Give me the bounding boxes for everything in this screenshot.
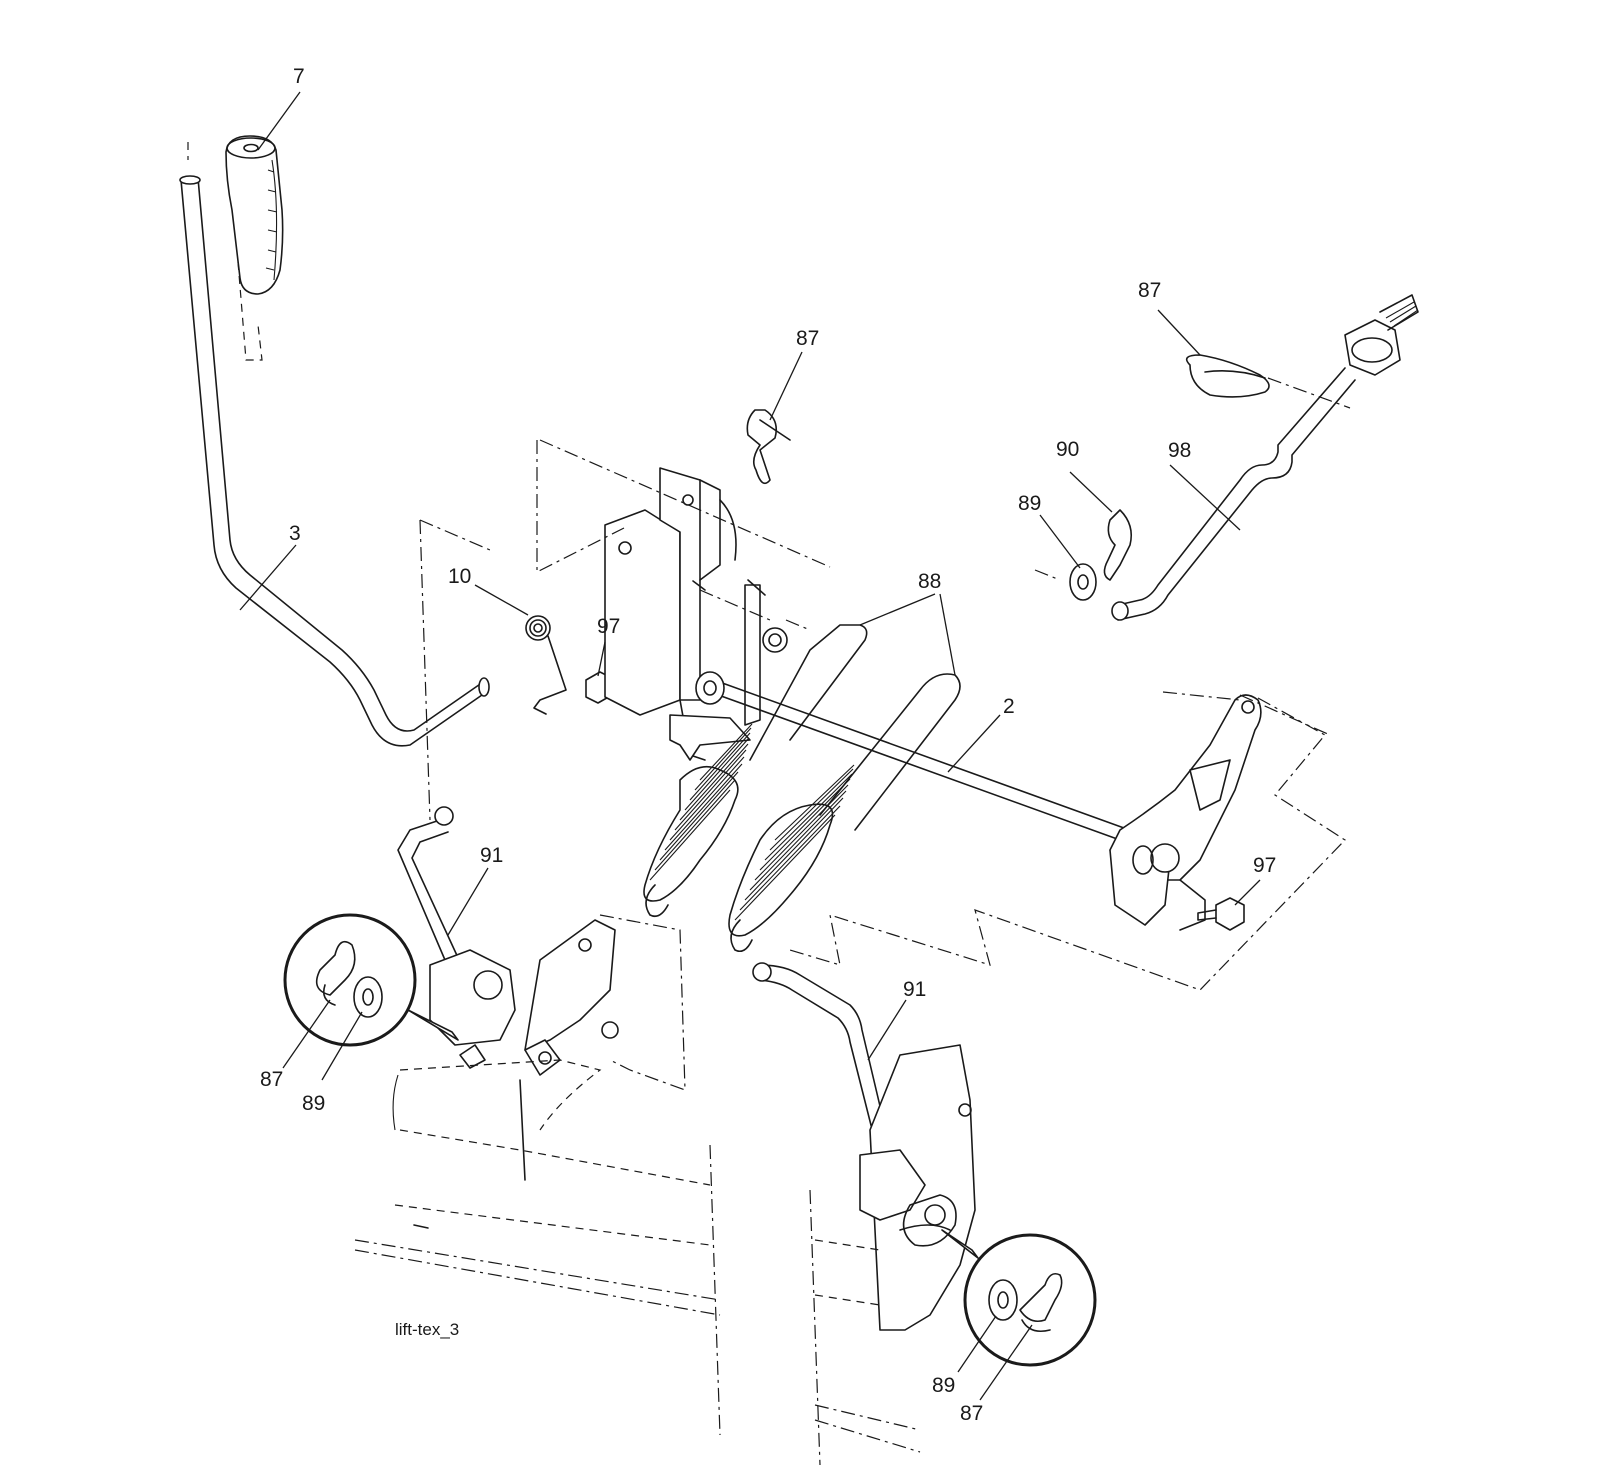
callout-87-top: 87 bbox=[796, 327, 819, 350]
callout-87-right-detail: 87 bbox=[960, 1402, 983, 1425]
control-rod-part bbox=[1111, 294, 1419, 621]
callout-88: 88 bbox=[918, 570, 941, 593]
callout-91-left: 91 bbox=[480, 844, 503, 867]
lift-link-left-part bbox=[397, 806, 463, 971]
torsion-spring-part bbox=[525, 615, 567, 715]
lower-right-frame bbox=[809, 1044, 976, 1466]
lift-link-right-part bbox=[752, 962, 893, 1152]
left-spring-coils bbox=[643, 723, 753, 918]
washer-89-upper bbox=[1069, 563, 1097, 601]
lift-lever-part bbox=[179, 175, 490, 747]
phantom-outlines bbox=[419, 377, 1351, 991]
callout-3: 3 bbox=[289, 522, 301, 545]
hairpin-clip-upper bbox=[746, 409, 791, 485]
callout-labels: 7 3 87 87 90 98 89 10 97 88 2 91 97 91 8… bbox=[260, 65, 1276, 1425]
right-spring-coils bbox=[728, 764, 855, 953]
callout-98: 98 bbox=[1168, 439, 1191, 462]
lower-bolt-part bbox=[1197, 897, 1245, 931]
callout-97-upper: 97 bbox=[597, 615, 620, 638]
callout-10: 10 bbox=[448, 565, 471, 588]
callout-87-right: 87 bbox=[1138, 279, 1161, 302]
lift-shaft-part bbox=[695, 671, 1125, 841]
leader-lines bbox=[239, 91, 1261, 1401]
detail-circle-right bbox=[941, 1229, 1097, 1367]
callout-2: 2 bbox=[1003, 695, 1015, 718]
hairpin-clip-upper-right bbox=[1185, 354, 1270, 398]
lift-arm-bracket-part bbox=[1109, 694, 1262, 931]
extension-springs-part bbox=[643, 624, 961, 953]
callout-90: 90 bbox=[1056, 438, 1079, 461]
detail-circle-left bbox=[283, 913, 459, 1047]
callout-97-lower: 97 bbox=[1253, 854, 1276, 877]
callout-7: 7 bbox=[293, 65, 305, 88]
lower-left-frame bbox=[354, 914, 721, 1436]
callout-89-upper: 89 bbox=[1018, 492, 1041, 515]
center-bracket-part bbox=[604, 467, 788, 761]
callout-91-right: 91 bbox=[903, 978, 926, 1001]
hairpin-clip-90 bbox=[1103, 509, 1133, 581]
callout-87-left-detail: 87 bbox=[260, 1068, 283, 1091]
callout-89-left-detail: 89 bbox=[302, 1092, 325, 1115]
diagram-caption: lift-tex_3 bbox=[395, 1320, 459, 1339]
handle-grip-part bbox=[187, 135, 284, 361]
callout-89-right-detail: 89 bbox=[932, 1374, 955, 1397]
